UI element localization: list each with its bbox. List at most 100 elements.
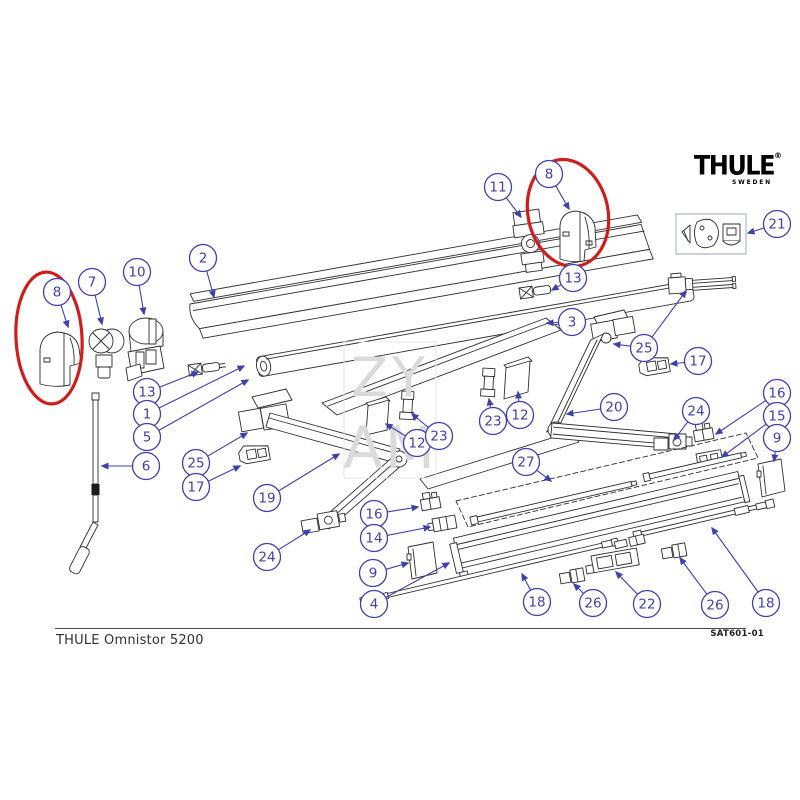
callout-arrow — [612, 341, 631, 349]
callout-circle — [77, 267, 107, 297]
callout-number: 6 — [142, 459, 151, 475]
callout-circle — [359, 523, 389, 553]
part-16-right-clamp — [692, 422, 715, 443]
callout-circle — [683, 346, 713, 376]
callout-arrow — [572, 582, 584, 594]
part-8-left-end-cap — [39, 331, 82, 387]
callout-arrow — [614, 570, 638, 595]
callout-circle — [424, 421, 454, 451]
callout-25: 25 — [612, 289, 687, 363]
part-8-right-end-cap — [559, 210, 597, 263]
callout-12: 12 — [505, 390, 535, 430]
watermark: ZY AM — [343, 341, 437, 482]
callout-22: 22 — [614, 570, 662, 619]
callout-arrow — [714, 400, 767, 435]
callout-arrow — [565, 408, 601, 417]
callout-circle — [359, 589, 389, 619]
callout-number: 23 — [430, 429, 447, 445]
callout-23: 23 — [478, 397, 508, 436]
callout-circle — [558, 263, 588, 293]
callout-circle — [522, 587, 552, 617]
callout-arrow — [550, 283, 562, 291]
callout-number: 13 — [138, 385, 155, 401]
callout-20: 20 — [565, 392, 629, 422]
callout-circle — [122, 257, 152, 287]
callout-13: 13 — [550, 263, 588, 293]
callout-circle — [483, 172, 513, 202]
registered-trademark-symbol: ® — [774, 151, 782, 160]
callout-arrow — [555, 185, 570, 211]
callout-9: 9 — [762, 423, 792, 463]
callout-number: 5 — [143, 430, 152, 446]
callout-11: 11 — [483, 172, 522, 219]
callout-circle — [578, 588, 608, 618]
small-clips — [613, 533, 646, 550]
callout-arrow — [385, 561, 410, 570]
callout-arrow — [138, 285, 147, 316]
part-13-right-connector — [518, 285, 552, 300]
callout-8: 8 — [534, 159, 570, 211]
callout-circle — [632, 589, 662, 619]
callout-10: 10 — [122, 257, 152, 316]
callout-23: 23 — [410, 413, 454, 451]
callout-circle — [700, 590, 730, 620]
part-16-left-clamp — [419, 491, 442, 512]
callout-26: 26 — [572, 582, 608, 618]
callout-number: 13 — [564, 271, 581, 287]
part-14-left-bracket — [427, 514, 458, 533]
callout-21: 21 — [746, 209, 792, 239]
callout-circle — [132, 422, 162, 452]
callout-arrow — [387, 504, 420, 513]
callout-number: 19 — [258, 491, 275, 507]
callout-24: 24 — [673, 396, 711, 442]
callout-number: 11 — [489, 180, 506, 196]
callout-arrow — [207, 432, 249, 457]
callout-number: 21 — [768, 217, 785, 233]
callout-number: 9 — [773, 431, 782, 447]
callout-arrow — [669, 359, 685, 367]
callout-circle — [181, 472, 211, 502]
callout-circle — [252, 483, 282, 513]
callout-arrow — [521, 572, 532, 591]
callout-number: 18 — [757, 596, 774, 612]
callout-arrow — [746, 227, 765, 235]
callout-circle — [762, 423, 792, 453]
part-23-left-clip — [399, 390, 415, 421]
callout-6: 6 — [100, 451, 161, 481]
callout-1: 1 — [132, 365, 246, 429]
highlight-part-8-left — [14, 270, 84, 406]
callout-17: 17 — [669, 346, 713, 376]
watermark-line1: ZY — [351, 346, 429, 409]
part-26-right-clip — [660, 542, 688, 560]
callout-arrow — [158, 365, 246, 409]
callout-number: 25 — [635, 341, 652, 357]
brand-wordmark: THULE — [693, 149, 776, 182]
callout-circle — [751, 588, 781, 618]
callout-arrow — [711, 526, 759, 593]
callout-circle — [681, 396, 711, 426]
callout-number: 18 — [528, 595, 545, 611]
part-7-gear-knob — [88, 328, 125, 379]
callout-number: 3 — [568, 315, 577, 331]
part-21-kit-box — [675, 213, 747, 255]
callout-12: 12 — [384, 423, 432, 458]
part-19-left-arm — [237, 388, 408, 535]
thule-logo: THULE® SWEDEN — [686, 149, 782, 187]
brand-subtext: SWEDEN — [732, 179, 772, 186]
callout-arrow — [651, 289, 687, 338]
callout-number: 26 — [584, 596, 601, 612]
part-17-left-bracket — [238, 445, 271, 465]
callout-4: 4 — [359, 562, 451, 619]
part-23-right-clip — [480, 367, 496, 398]
callout-circle — [188, 243, 218, 273]
callout-arrow — [158, 379, 250, 431]
part-9-right-plate — [756, 458, 786, 498]
callout-arrow — [720, 423, 767, 458]
part-20-right-arm — [546, 309, 693, 451]
callout-number: 8 — [53, 285, 62, 301]
callout-circle — [358, 558, 388, 588]
callout-27: 27 — [511, 447, 553, 482]
